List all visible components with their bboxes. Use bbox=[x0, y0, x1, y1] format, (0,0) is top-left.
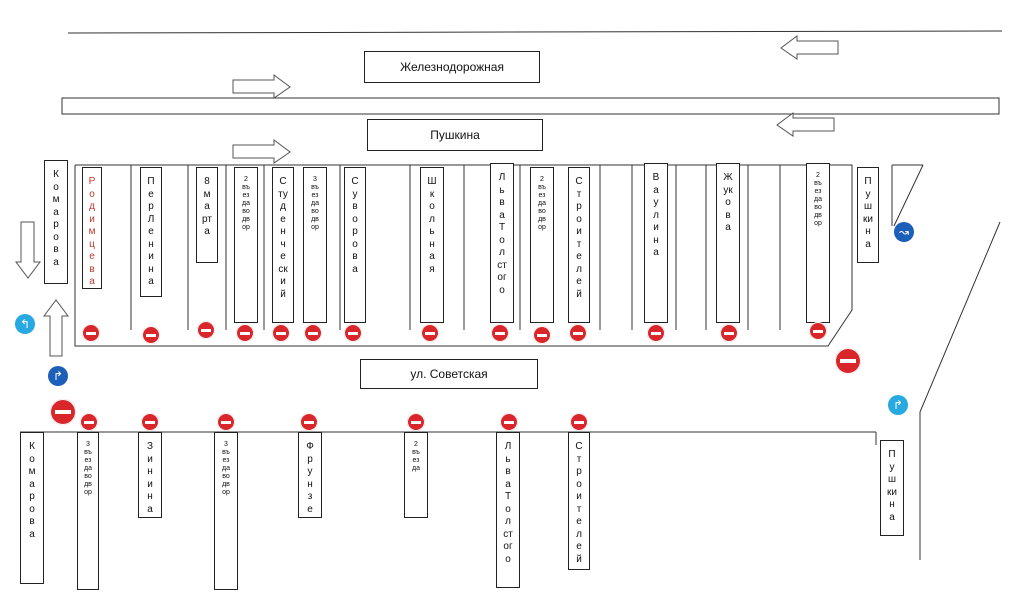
blue-direction-sign-icon: ↰ bbox=[15, 314, 35, 334]
no-entry-sign-icon bbox=[300, 413, 318, 431]
street-komarova-upper: Комарова bbox=[44, 160, 68, 284]
no-entry-sign-icon bbox=[344, 324, 362, 342]
street-rodimtseva: Родимцева bbox=[82, 167, 102, 289]
no-entry-sign-icon bbox=[421, 324, 439, 342]
street-per-lenina: Пер Ленина bbox=[140, 167, 162, 297]
blue-direction-sign-icon: ↱ bbox=[888, 395, 908, 415]
street-stroiteley-upper: Строителей bbox=[568, 167, 590, 323]
no-entry-sign-icon bbox=[197, 321, 215, 339]
no-entry-sign-icon bbox=[809, 322, 827, 340]
street-zinina: Зинина bbox=[138, 432, 162, 518]
no-entry-sign-icon bbox=[720, 324, 738, 342]
street-label-zheleznodorozhnaya: Железнодорожная bbox=[364, 51, 540, 83]
blue-direction-sign-icon: ↝ bbox=[894, 222, 914, 242]
no-entry-sign-icon bbox=[491, 324, 509, 342]
no-entry-sign-icon bbox=[569, 324, 587, 342]
street-lva-tolstogo-lower: ЛьваТолстого bbox=[496, 432, 520, 588]
entrance-2-yard-b: 2 въезда во двор bbox=[530, 167, 554, 323]
no-entry-sign-icon bbox=[304, 324, 322, 342]
street-pushkina-lower: Пушкина bbox=[880, 440, 904, 536]
no-entry-sign-icon bbox=[217, 413, 235, 431]
street-stroiteley-lower: Строителей bbox=[568, 432, 590, 570]
street-pushkina-right: Пушкина bbox=[857, 167, 879, 263]
no-entry-sign-icon bbox=[50, 399, 76, 425]
no-entry-sign-icon bbox=[533, 326, 551, 344]
no-entry-sign-icon bbox=[236, 324, 254, 342]
entrance-2-yard-a: 2 въезда во двор bbox=[234, 167, 258, 323]
street-lva-tolstogo-upper: ЛьваТолстого bbox=[490, 163, 514, 323]
no-entry-sign-icon bbox=[647, 324, 665, 342]
traffic-direction-arrow-icon bbox=[15, 35, 839, 357]
no-entry-sign-icon bbox=[272, 324, 290, 342]
street-studencheskiy: Студенческий bbox=[272, 167, 294, 323]
blue-direction-sign-icon: ↱ bbox=[48, 366, 68, 386]
no-entry-sign-icon bbox=[142, 326, 160, 344]
street-label-pushkina: Пушкина bbox=[367, 119, 543, 151]
entrance-2-yard-c: 2 въезда во двор bbox=[806, 163, 830, 323]
entrance-2: 2 въезда bbox=[404, 432, 428, 518]
street-frunze: Фрунзе bbox=[298, 432, 322, 518]
street-suvorova: Суворова bbox=[344, 167, 366, 323]
entrance-3-yard-a: 3 въезда во двор bbox=[77, 432, 99, 590]
street-zhukova: Жукова bbox=[716, 163, 740, 323]
street-label-sovetskaya: ул. Советская bbox=[360, 359, 538, 389]
no-entry-sign-icon bbox=[500, 413, 518, 431]
no-entry-sign-icon bbox=[570, 413, 588, 431]
no-entry-sign-icon bbox=[141, 413, 159, 431]
entrance-3-yard-b: 3 въезда во двор bbox=[214, 432, 238, 590]
street-vaulina: Ваулина bbox=[644, 163, 668, 323]
no-entry-sign-icon bbox=[82, 324, 100, 342]
no-entry-sign-icon bbox=[80, 413, 98, 431]
no-entry-sign-icon bbox=[835, 348, 861, 374]
street-komarova-lower: Комарова bbox=[20, 432, 44, 584]
entrance-3-yard: 3 въезда во двор bbox=[303, 167, 327, 323]
street-shkolnaya: Школьная bbox=[420, 167, 444, 323]
no-entry-sign-icon bbox=[407, 413, 425, 431]
street-8-marta: 8 марта bbox=[196, 167, 218, 263]
